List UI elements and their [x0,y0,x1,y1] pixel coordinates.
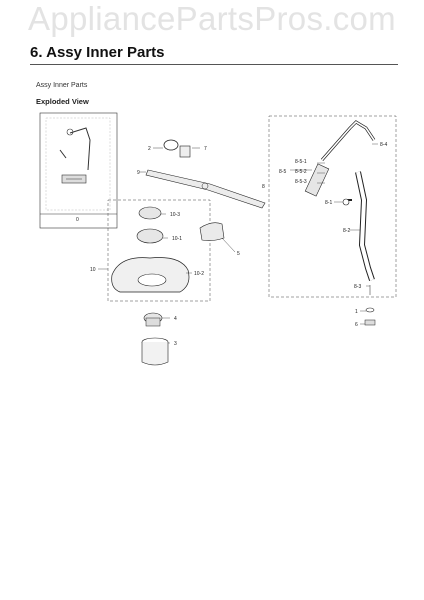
view-title: Exploded View [36,97,89,106]
callout-8: 8 [262,184,265,190]
callout-8-5: 8-5 [279,169,286,175]
callout-8-5-2: 8-5-2 [295,169,307,175]
callout-1: 1 [355,309,358,315]
supply-tube-assembly-box [268,115,397,298]
callout-10-3: 10-3 [170,212,180,218]
watermark: AppliancePartsPros.com [28,0,396,37]
part-2-o-ring [153,139,179,151]
callout-3: 3 [174,341,177,347]
part-7-connector [179,145,200,158]
callout-8-5-3: 8-5-3 [295,179,307,185]
callout-8-4: 8-4 [380,142,387,148]
callout-8-2: 8-2 [343,228,350,234]
callout-10-2: 10-2 [194,271,204,277]
callout-9: 9 [137,170,140,176]
callout-10: 10 [90,267,96,273]
leader-lines [98,143,378,344]
callout-10-1: 10-1 [172,236,182,242]
inset-box-part-0 [39,112,118,229]
section-title: 6. Assy Inner Parts [30,44,165,61]
callout-5: 5 [237,251,240,257]
subtitle: Assy Inner Parts [36,82,88,89]
part-3-coarse-filter [141,337,169,366]
callout-8-3: 8-3 [354,284,361,290]
part-9-spray-arm [140,169,266,209]
callout-8-1: 8-1 [325,200,332,206]
callout-2: 2 [148,146,151,152]
title-divider [30,64,398,65]
part-5-pipe [199,222,236,253]
callout-4: 4 [174,316,177,322]
callout-7: 7 [204,146,207,152]
callout-6: 6 [355,322,358,328]
callout-0: 0 [76,217,79,223]
parts-1-6-fittings [364,307,376,326]
callout-8-5-1: 8-5-1 [295,159,307,165]
part-4-fine-filter [143,312,163,327]
filter-assembly-box [107,199,211,302]
